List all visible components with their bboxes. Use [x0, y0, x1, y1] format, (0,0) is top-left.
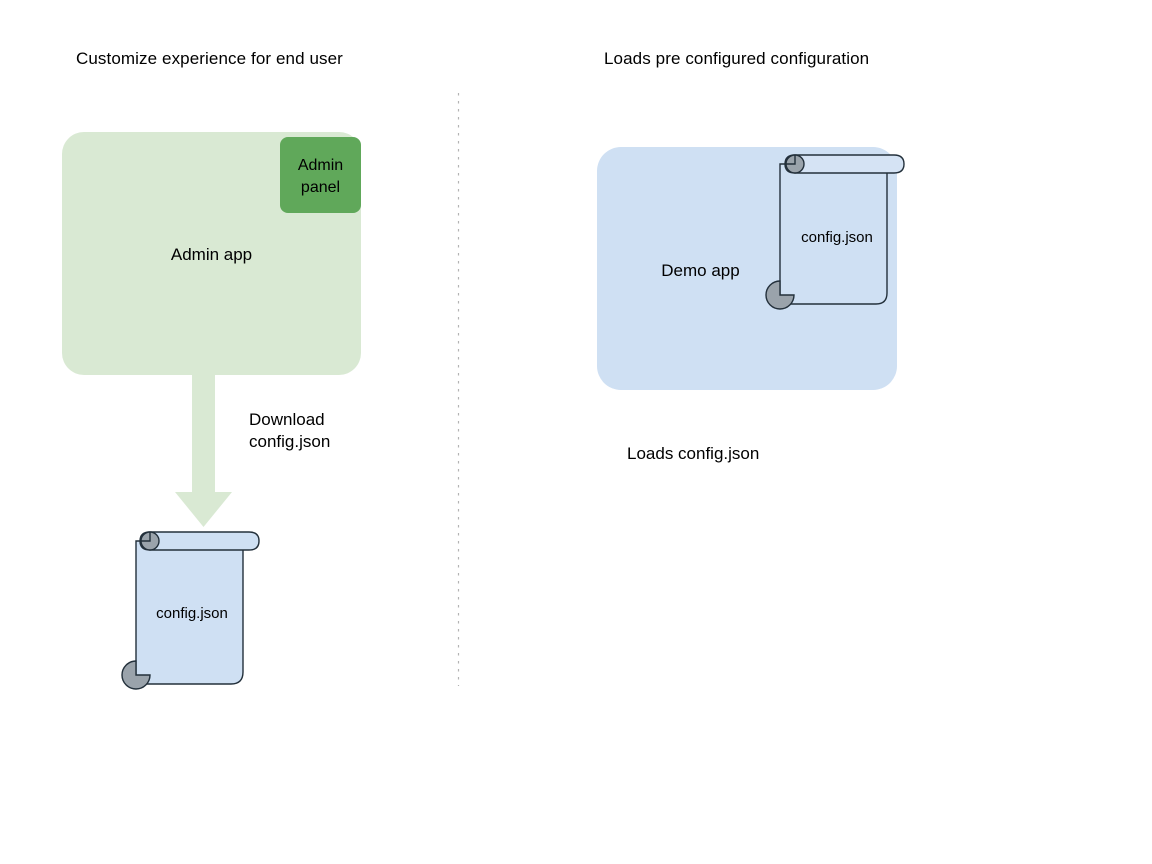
document-top-roll-left: [139, 531, 260, 551]
document-body-right: [779, 163, 888, 305]
download-arrow-label-line2: config.json: [249, 432, 331, 451]
document-bottom-knob-left: [121, 660, 151, 690]
right-column-title: Loads pre configured configuration: [604, 49, 870, 68]
admin-panel-badge[interactable]: [280, 137, 361, 213]
config-json-label-left: config.json: [156, 605, 228, 622]
admin-app-label: Admin app: [170, 245, 253, 264]
document-top-knob-notch-left: [141, 532, 151, 542]
demo-app-node[interactable]: [597, 147, 897, 390]
admin-panel-badge-label-line2: panel: [300, 179, 341, 196]
download-arrow: [175, 366, 232, 527]
document-body-left: [135, 540, 244, 685]
config-json-document-left[interactable]: [121, 531, 260, 690]
config-json-label-right: config.json: [801, 229, 873, 246]
document-top-roll-right: [784, 154, 905, 174]
admin-panel-badge-label-line1: Admin: [297, 157, 344, 174]
document-top-knob-notch-right: [786, 155, 796, 165]
loads-config-caption: Loads config.json: [627, 444, 760, 463]
download-arrow-label-line1: Download: [249, 410, 325, 429]
document-bottom-knob-right: [765, 280, 795, 310]
config-json-document-right[interactable]: [765, 154, 905, 310]
left-column-title: Customize experience for end user: [76, 49, 343, 68]
demo-app-label: Demo app: [661, 261, 740, 280]
